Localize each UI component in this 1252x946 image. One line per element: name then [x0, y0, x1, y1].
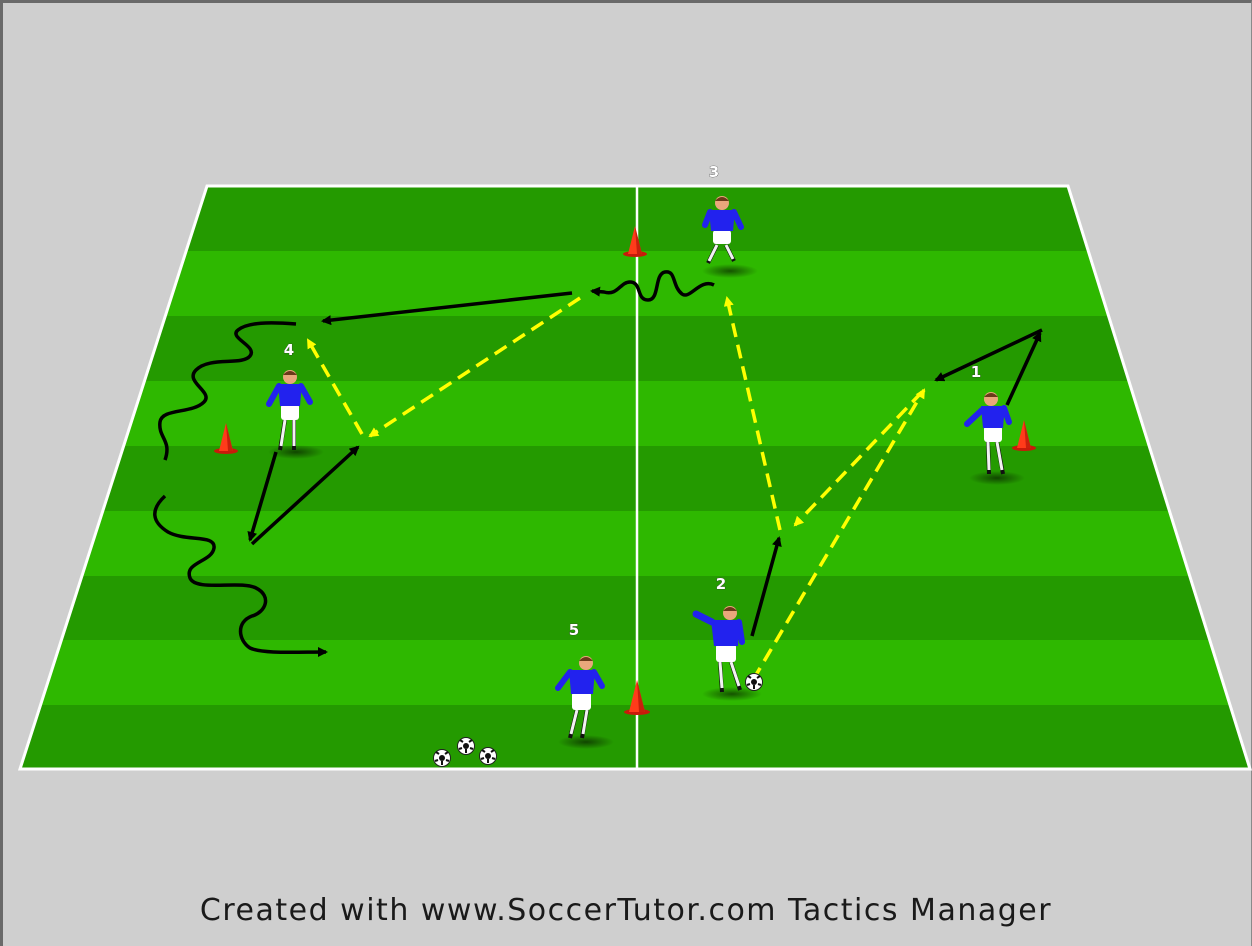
pitch [0, 186, 1252, 769]
player-number-label: 4 [284, 341, 294, 359]
ball-icon [458, 738, 475, 755]
ball-icon [746, 674, 763, 691]
player-number-label: 5 [569, 621, 579, 639]
ball-icon [480, 748, 497, 765]
footer-credit: Created with www.SoccerTutor.com Tactics… [0, 893, 1252, 928]
player-number-label: 2 [716, 575, 726, 593]
player-number-label: 1 [971, 363, 981, 381]
player-number-label: 3 [709, 163, 719, 181]
ball-icon [434, 750, 451, 767]
